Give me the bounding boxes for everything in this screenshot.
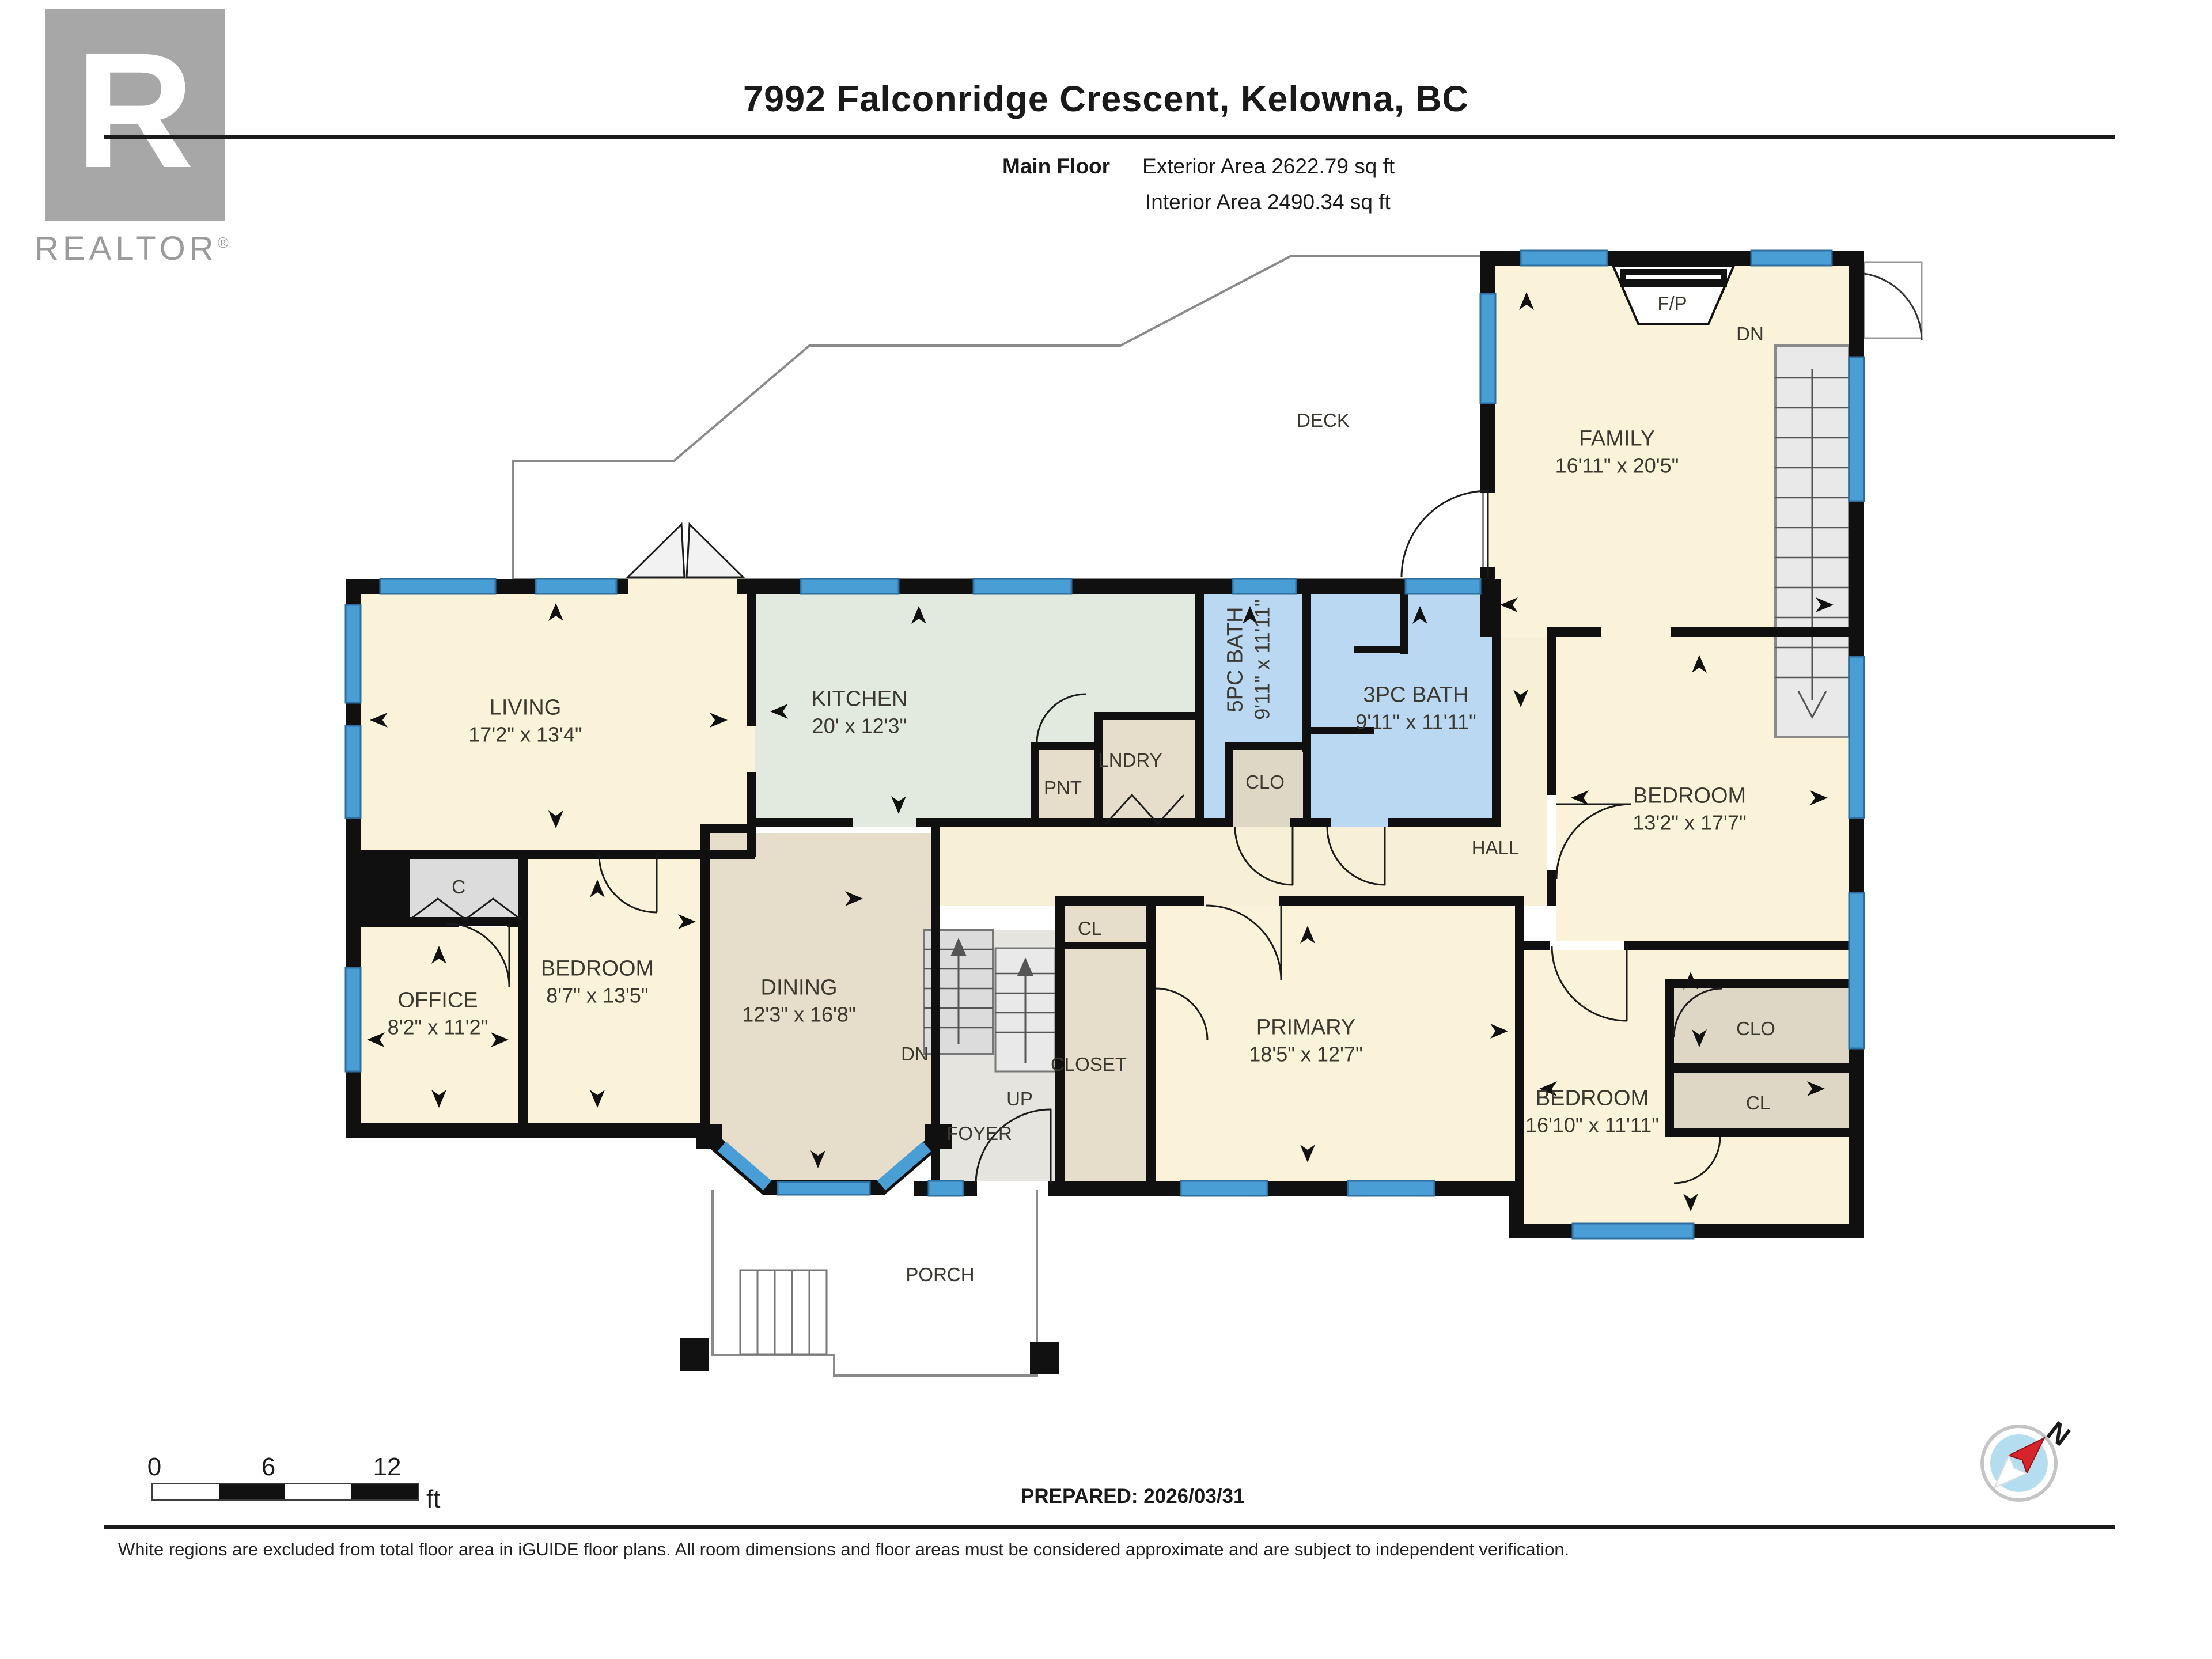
floor-summary: Main Floor Exterior Area 2622.79 sq ft [1002, 154, 1395, 179]
label-cl-entry: CL [1077, 918, 1103, 939]
label-fireplace: F/P [1657, 293, 1687, 314]
label-clo-bath: CLO [1245, 771, 1285, 793]
compass-icon [1980, 1425, 2058, 1502]
footer-divider [104, 1525, 2115, 1529]
label-porch: PORCH [906, 1264, 975, 1285]
label-dn-family: DN [1736, 323, 1764, 344]
page-title: 7992 Falconridge Crescent, Kelowna, BC [743, 79, 1469, 119]
prepared-date: PREPARED: 2026/03/31 [1021, 1485, 1245, 1508]
realtor-logo-letter: R [75, 18, 194, 202]
label-lndry: LNDRY [1098, 749, 1162, 771]
scale-tick-12: 12 [373, 1453, 402, 1481]
label-clo-right: CLO [1736, 1018, 1775, 1039]
porch-outline [680, 1190, 1059, 1377]
stairs-up [994, 947, 1056, 1073]
disclaimer-text: White regions are excluded from total fl… [118, 1539, 1570, 1559]
scale-tick-0: 0 [147, 1453, 162, 1481]
scale-bar [151, 1483, 419, 1501]
fireplace-icon [1611, 264, 1736, 325]
label-foyer: FOYER [946, 1123, 1012, 1144]
label-closet: CLOSET [1050, 1054, 1127, 1075]
scale-tick-6: 6 [261, 1453, 276, 1481]
label-pnt: PNT [1044, 777, 1082, 798]
doors [410, 490, 1723, 1185]
label-deck: DECK [1297, 410, 1350, 431]
balcony-outline [1863, 261, 1923, 339]
stairs-family [1774, 344, 1850, 738]
scale-unit: ft [426, 1485, 441, 1513]
windows [344, 249, 1865, 1240]
label-dn-stairs: DN [901, 1043, 929, 1065]
label-hall: HALL [1471, 837, 1520, 858]
realtor-logo-icon: R [45, 9, 225, 221]
label-c-closet: C [452, 876, 465, 897]
exterior-area: Exterior Area 2622.79 sq ft [1142, 154, 1395, 178]
porch-steps-icon [739, 1269, 828, 1355]
registered-mark: ® [217, 234, 229, 252]
interior-area: Interior Area 2490.34 sq ft [1145, 190, 1391, 214]
label-cl-right: CL [1745, 1092, 1771, 1113]
floor-label: Main Floor [1002, 154, 1111, 178]
room-fills [353, 266, 1849, 1224]
realtor-logo-text: REALTOR® [35, 230, 229, 267]
label-up-stairs: UP [1006, 1088, 1033, 1109]
header-divider [104, 135, 2115, 139]
